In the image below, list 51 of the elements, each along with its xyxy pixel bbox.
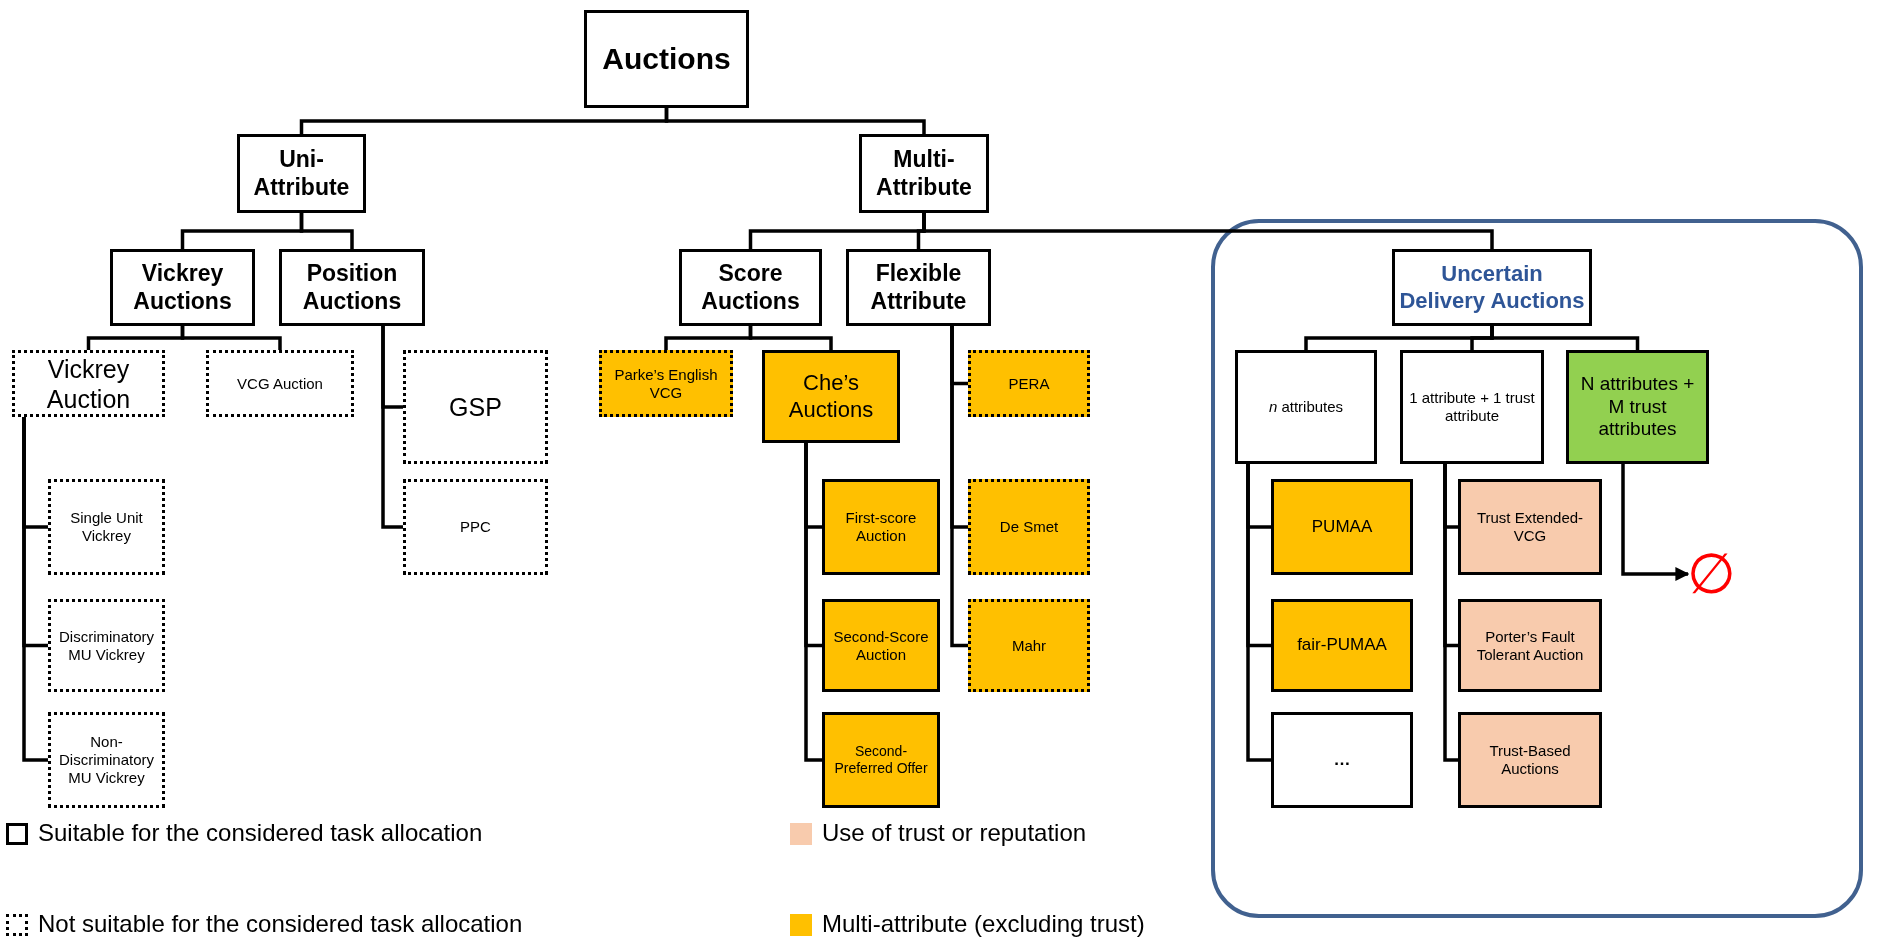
connector-line [381,326,403,529]
connector-line [748,326,833,350]
auction-box: 1 attribute + 1 trust attribute [1400,350,1544,464]
connector-line [180,326,282,350]
connector-line [1490,326,1640,350]
auction-box: Discriminatory MU Vickrey [48,599,165,692]
connector-line [1246,464,1271,762]
auction-box: Parke’s English VCG [599,350,733,417]
auction-box: First-score Auction [822,479,940,575]
auction-box: Trust-Based Auctions [1458,712,1602,808]
auction-box: Second-Score Auction [822,599,940,692]
auction-box: Mahr [968,599,1090,692]
group-frame [1211,219,1863,918]
root-category-box: Auctions [584,10,749,108]
category-box: Score Auctions [679,249,822,326]
auction-box: De Smet [968,479,1090,575]
auction-box: GSP [403,350,548,464]
category-box: Flexible Attribute [846,249,991,326]
connector-line [299,213,354,249]
legend-label: Suitable for the considered task allocation [38,819,483,847]
legend-label: Not suitable for the considered task allocation [38,910,523,938]
category-box: Multi-Attribute [859,134,989,213]
auction-box: PERA [968,350,1090,417]
connector-line [664,108,926,134]
auction-box: Che’s Auctions [762,350,900,443]
category-box: Uni-Attribute [237,134,366,213]
auction-box: … [1271,712,1413,808]
auction-box: Vickrey Auction [12,350,165,417]
connector-line [1443,464,1458,762]
auction-box: PUMAA [1271,479,1413,575]
category-box: Position Auctions [279,249,425,326]
auction-box: Porter’s Fault Tolerant Auction [1458,599,1602,692]
empty-set-label: ∅ [1688,536,1734,612]
legend-label: Use of trust or reputation [822,819,1087,847]
connector-line [22,417,48,762]
auction-box: Trust Extended-VCG [1458,479,1602,575]
connector-line [804,443,822,762]
auction-box: Second-Preferred Offer [822,712,940,808]
category-box: Vickrey Auctions [110,249,255,326]
auction-box: VCG Auction [206,350,354,417]
auction-box: PPC [403,479,548,575]
auction-box: Non-Discriminatory MU Vickrey [48,712,165,808]
auction-box: fair-PUMAA [1271,599,1413,692]
category-box: Uncertain Delivery Auctions [1392,249,1592,326]
auction-box: n attributes [1235,350,1377,464]
legend-label: Multi-attribute (excluding trust) [822,910,1145,938]
auction-box: N attributes + M trust attributes [1566,350,1709,464]
connector-line [922,213,1494,249]
connector-line [950,326,968,648]
connector-line [1621,464,1690,581]
auction-box: Single Unit Vickrey [48,479,165,575]
